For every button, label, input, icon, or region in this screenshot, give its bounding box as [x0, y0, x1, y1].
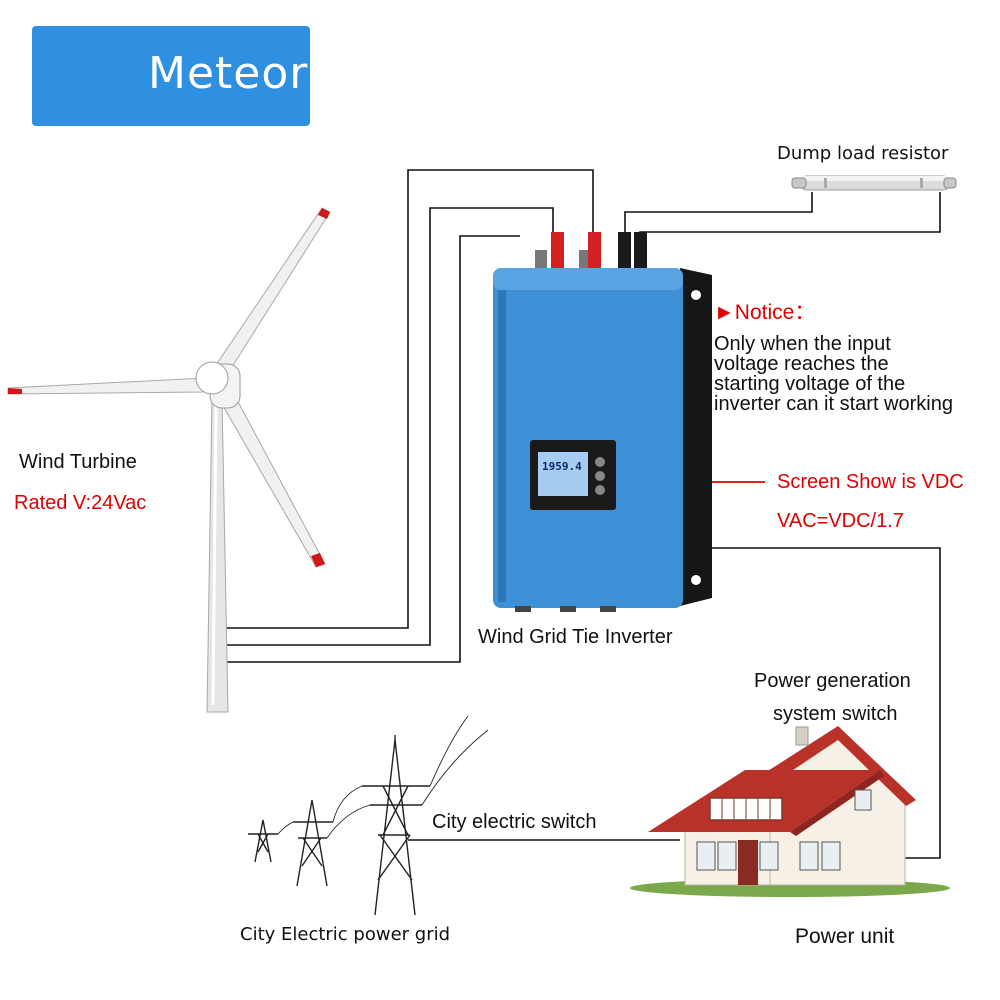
inverter-display-reading: 1959.4: [542, 460, 582, 473]
inverter-label: Wind Grid Tie Inverter: [478, 626, 673, 648]
power-switch-label-2: system switch: [773, 703, 898, 725]
dump-load-label: Dump load resistor: [777, 143, 949, 164]
power-switch-label-1: Power generation: [754, 670, 911, 692]
notice-title: ►Notice：: [714, 296, 815, 326]
wind-turbine: [7, 207, 331, 713]
notice-line-1: Only when the input: [714, 333, 891, 355]
rated-voltage-label: Rated V:24Vac: [14, 492, 147, 514]
wind-turbine-label: Wind Turbine: [19, 451, 137, 473]
dump-load-resistor: [791, 175, 957, 191]
brand-name: Meteor: [148, 48, 309, 99]
house: [630, 726, 950, 897]
power-unit-wiring: [705, 547, 941, 859]
dump-load-wiring: [624, 192, 941, 258]
city-switch-label: City electric switch: [432, 811, 597, 833]
power-unit-label: Power unit: [795, 925, 895, 948]
notice-line-3: starting voltage of the: [714, 373, 906, 395]
screen-show-label: Screen Show is VDC: [777, 471, 964, 493]
city-grid-label: City Electric power grid: [240, 924, 451, 945]
power-grid-towers: [248, 715, 489, 916]
grid-tie-inverter: [493, 232, 712, 612]
notice-line-2: voltage reaches the: [714, 353, 889, 375]
brand-logo: [32, 26, 310, 126]
notice-title-text: Notice：: [734, 301, 816, 324]
notice-line-4: inverter can it start working: [714, 393, 953, 415]
vac-formula-label: VAC=VDC/1.7: [777, 510, 904, 532]
notice-arrow-icon: ►: [714, 301, 735, 324]
turbine-wiring: [222, 169, 594, 663]
